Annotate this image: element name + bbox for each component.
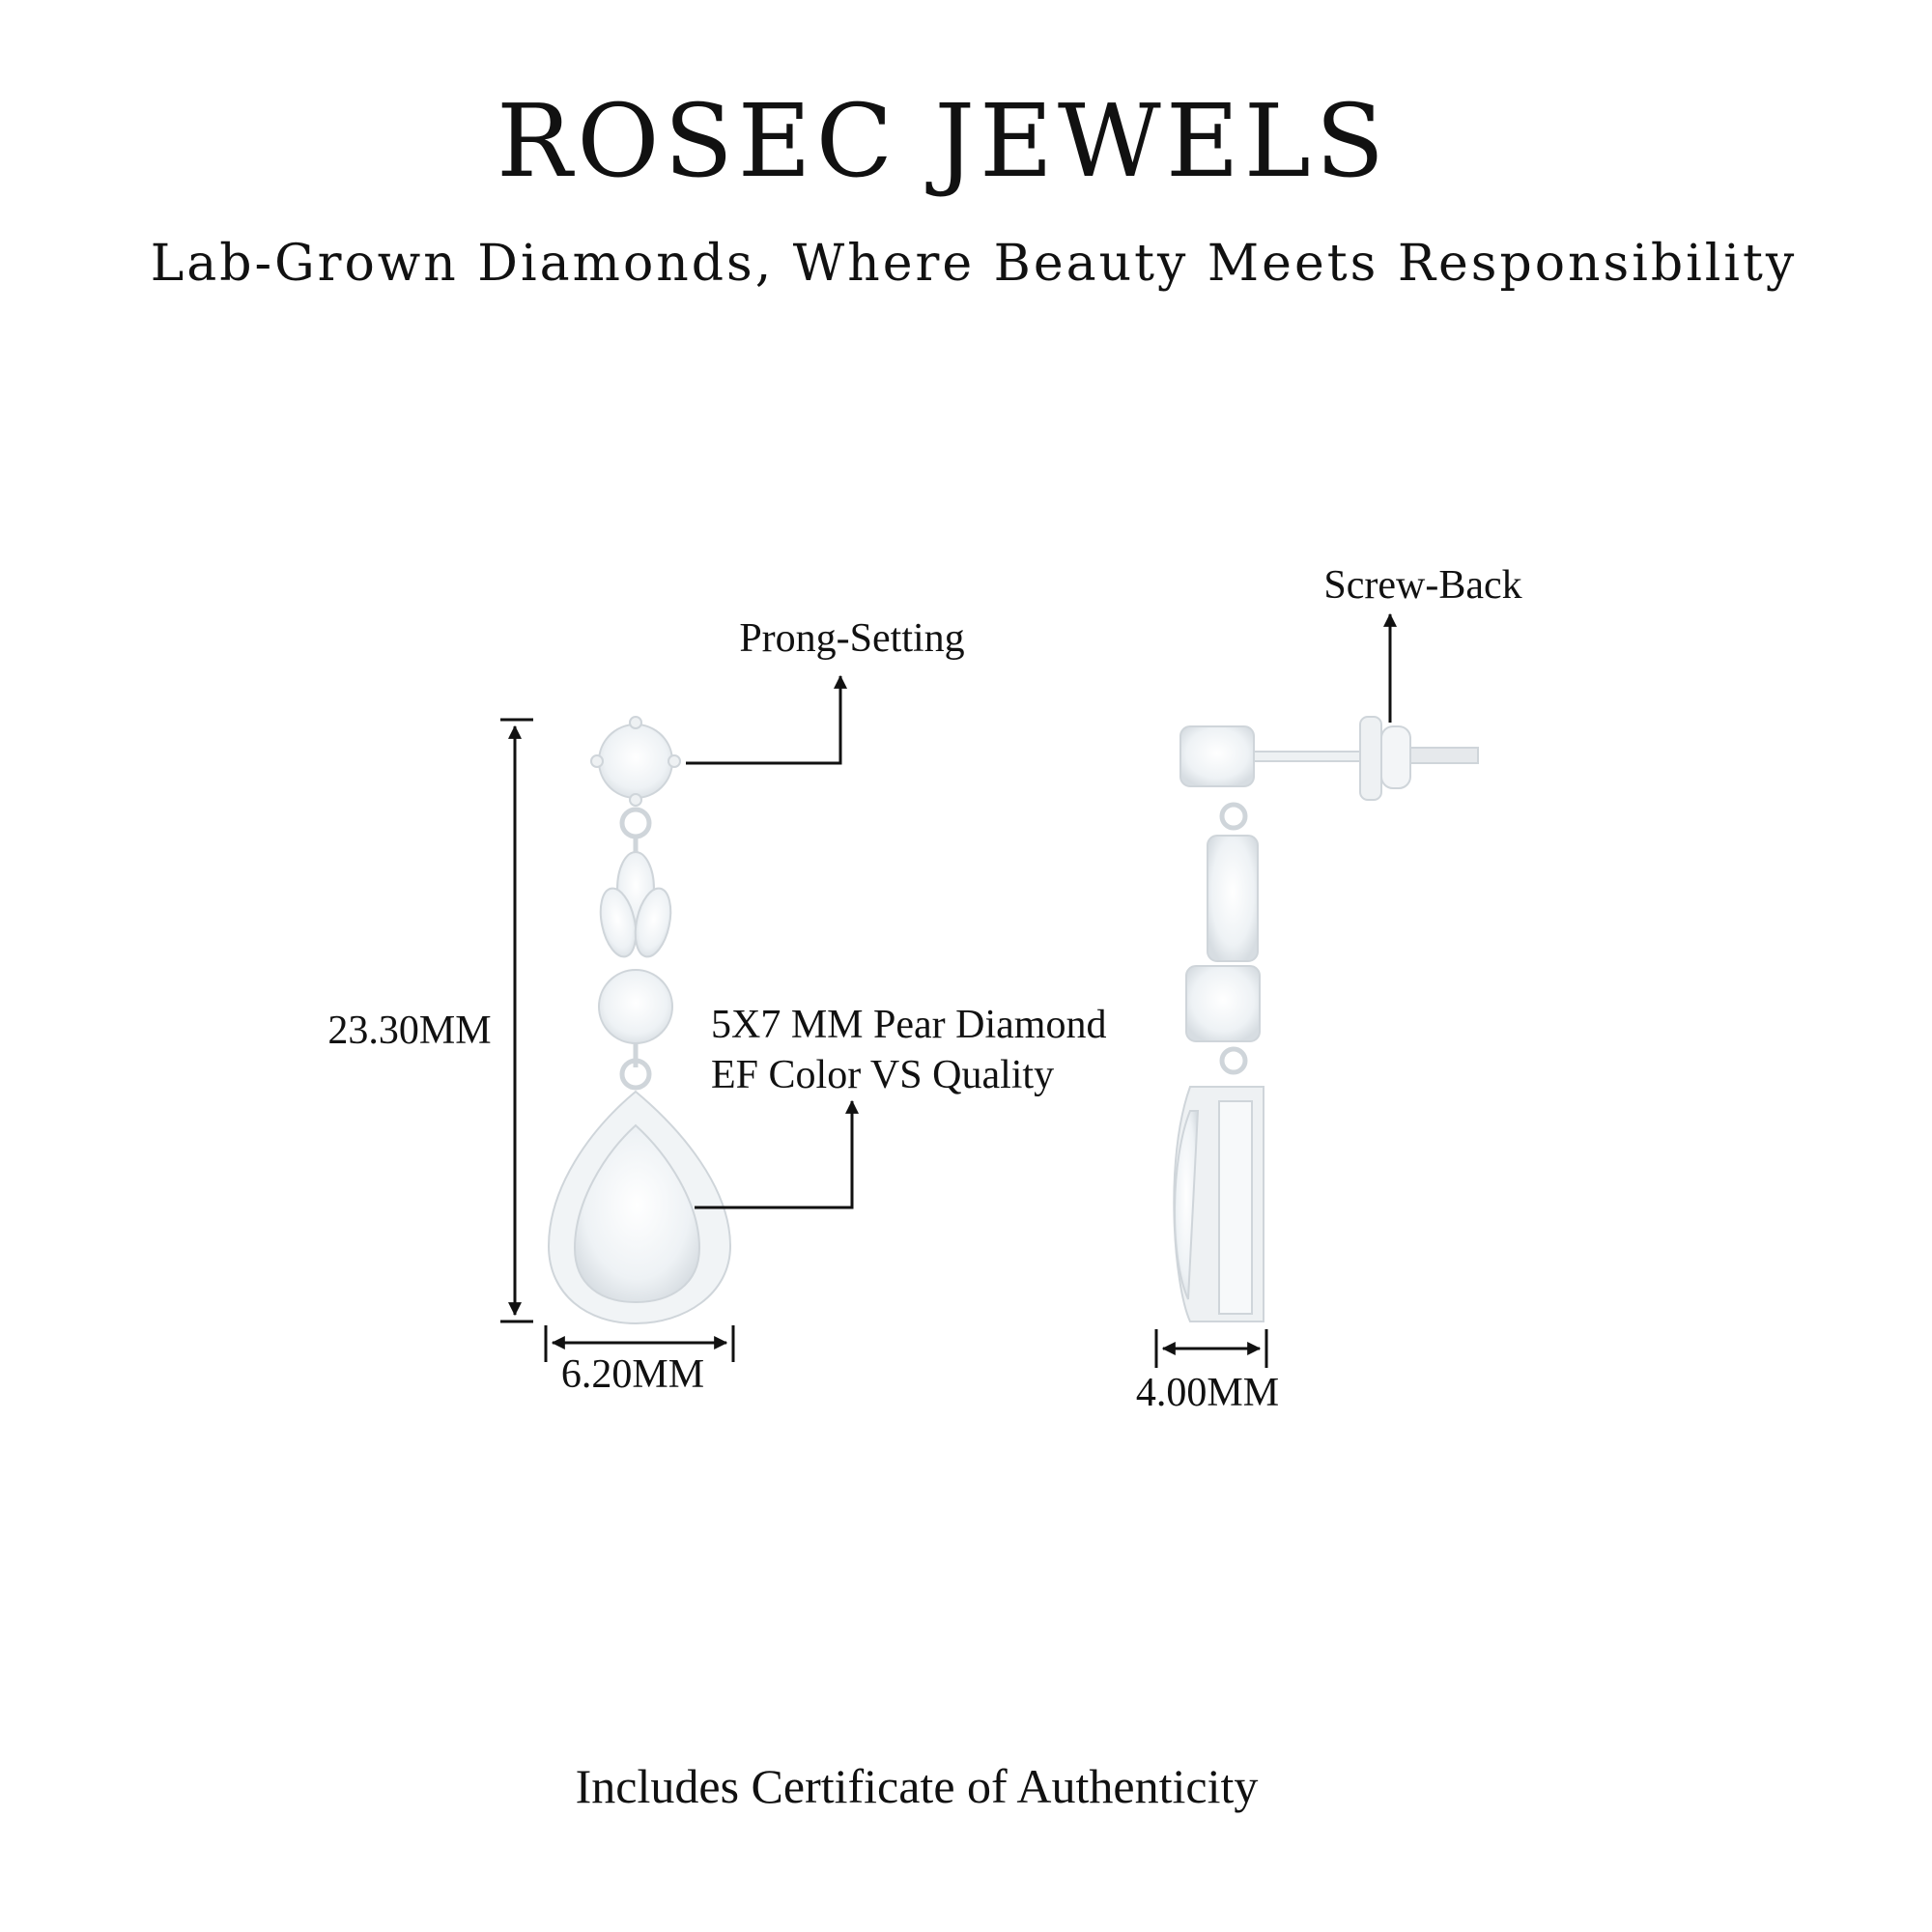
stone-spec-line1: 5X7 MM Pear Diamond [711,1003,1106,1047]
screw-back-label: Screw-Back [1323,563,1521,608]
tagline: Lab-Grown Diamonds, Where Beauty Meets R… [151,235,1798,293]
front-width-label: 6.20MM [561,1352,704,1397]
stone-spec-line2: EF Color VS Quality [711,1053,1054,1097]
pear-diamond-pointer [695,1099,859,1209]
certificate-note: Includes Certificate of Authenticity [576,1759,1259,1813]
side-width-label: 4.00MM [1136,1371,1279,1415]
earring-side-view [1173,716,1479,1322]
prong-setting-pointer [686,674,847,765]
dimension-front-width [544,1325,735,1362]
dimension-height [500,718,533,1323]
prong-setting-label: Prong-Setting [739,616,964,661]
brand-title: ROSEC JEWELS [497,82,1389,200]
height-label: 23.30MM [327,1009,491,1053]
dimension-side-width [1154,1329,1268,1368]
earring-front-view [547,716,732,1325]
